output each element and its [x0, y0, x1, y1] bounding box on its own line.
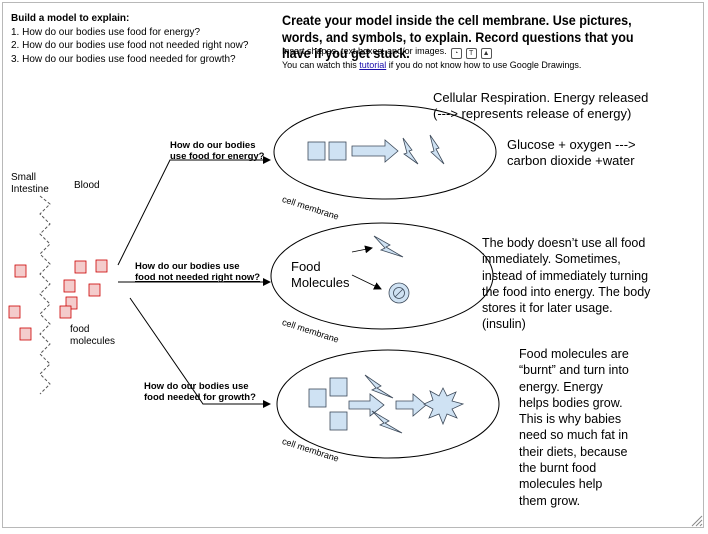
growth-text-line: the burnt food [519, 461, 597, 476]
branch-line-growth [129, 297, 271, 408]
small-intestine-line: Small [11, 172, 37, 183]
arrow-to-storage [351, 274, 382, 290]
watch-before: You can watch this [282, 60, 360, 70]
energy-title: Cellular Respiration. Energy released (-… [433, 90, 648, 122]
lightning-icon [402, 137, 419, 165]
storage-text-line: immediately. Sometimes, [482, 252, 621, 267]
food-molecule [95, 259, 108, 273]
food-molecules-label: food molecules [70, 324, 115, 348]
question-1: 1. How do our bodies use food for energy… [11, 26, 201, 38]
lightning-icon [364, 374, 394, 399]
growth-cell-shapes [308, 374, 465, 434]
food-molecule [74, 260, 87, 274]
cell-membrane-energy [273, 104, 497, 200]
cell-membrane-storage [270, 222, 494, 330]
energy-cell-shapes [307, 134, 445, 165]
energy-question-line: How do our bodies [170, 140, 256, 151]
task-subtext: Insert shapes, text boxes, and/or images… [282, 45, 581, 71]
storage-inside-line: Molecules [291, 275, 350, 290]
energy-arrow [351, 139, 399, 163]
energy-equation-line: Glucose + oxygen ---> [507, 137, 636, 152]
growth-text-line: need so much fat in [519, 428, 629, 443]
resize-handle [691, 515, 703, 527]
growth-text-line: energy. Energy [519, 379, 603, 394]
storage-text-line: stores it for later usage. [482, 301, 613, 316]
food-molecule [19, 327, 32, 341]
storage-text-line: instead of immediately turning [482, 268, 649, 283]
lightning-icon [429, 134, 445, 165]
food-molecule [14, 264, 27, 278]
storage-question-line: How do our bodies use [135, 261, 240, 272]
storage-inside-label: Food Molecules [291, 259, 350, 291]
energy-question: How do our bodies use food for energy? [170, 140, 264, 162]
food-block [329, 377, 348, 397]
image-icon: ▲ [480, 48, 492, 59]
growth-text-line: helps bodies grow. [519, 395, 623, 410]
insert-text: Insert shapes, text boxes, and/or images… [282, 46, 447, 56]
storage-text-line: The body doesn’t use all food [482, 236, 646, 250]
storage-text-line: the food into energy. The body [482, 284, 651, 299]
cell-membrane-growth [276, 349, 500, 459]
blood-label: Blood [74, 180, 100, 191]
energy-title-line: Cellular Respiration. Energy released [433, 90, 649, 105]
storage-text-line: (insulin) [482, 317, 526, 332]
watch-after: if you do not know how to use Google Dra… [386, 60, 582, 70]
energy-question-line: use food for energy? [170, 151, 265, 162]
growth-text-line: Food molecules are [519, 347, 629, 361]
question-2: 2. How do our bodies use food not needed… [11, 40, 249, 51]
food-molecule [63, 279, 76, 293]
intro-title: Build a model to explain: [11, 13, 130, 24]
branch-line-energy [117, 156, 271, 266]
arrow-to-lightning [351, 245, 373, 254]
growth-explanation: Food molecules are “burnt” and turn into… [519, 346, 629, 509]
growth-text-line: “burnt” and turn into [519, 363, 629, 378]
energy-title-line: (---> represents release of energy) [433, 106, 632, 121]
growth-question-line: How do our bodies use [144, 381, 249, 392]
food-molecules-line: molecules [70, 336, 116, 347]
glucose-block [328, 141, 347, 161]
food-molecules-group [8, 259, 108, 341]
storage-question: How do our bodies use food not needed ri… [135, 261, 260, 283]
food-block [308, 388, 327, 408]
energy-equation-line: carbon dioxide +water [507, 153, 635, 168]
tutorial-link[interactable]: tutorial [359, 60, 387, 70]
growth-arrow [348, 393, 385, 417]
growth-text-line: their diets, because [519, 444, 628, 459]
task-instructions: Create your model inside the cell membra… [282, 13, 634, 61]
food-molecule [88, 283, 101, 297]
growth-arrow [395, 393, 427, 417]
food-molecule [8, 305, 21, 319]
storage-explanation: The body doesn’t use all food immediatel… [482, 235, 650, 333]
food-molecules-line: food [70, 324, 90, 335]
lightning-icon [373, 235, 404, 258]
growth-text-line: molecules help [519, 477, 603, 492]
shape-icon: ◔ [450, 48, 462, 59]
food-molecule [59, 305, 72, 319]
storage-inside-line: Food [291, 259, 321, 274]
growth-question-line: food needed for growth? [144, 392, 256, 403]
slide-frame [2, 2, 704, 528]
growth-text-line: This is why babies [519, 412, 622, 427]
textbox-icon: T [465, 48, 477, 59]
small-intestine-label: Small Intestine [11, 172, 49, 196]
energy-equation: Glucose + oxygen ---> carbon dioxide +wa… [507, 137, 636, 169]
glucose-block [307, 141, 326, 161]
growth-question: How do our bodies use food needed for gr… [144, 381, 256, 403]
growth-text-line: them grow. [519, 493, 581, 508]
storage-cell-shapes [351, 235, 410, 304]
intestine-wall [39, 195, 51, 395]
burst-icon [423, 387, 465, 426]
small-intestine-line: Intestine [11, 184, 49, 195]
watch-line: You can watch this tutorial if you do no… [282, 59, 581, 71]
food-block [329, 411, 348, 431]
lightning-icon [371, 410, 403, 434]
storage-question-line: food not needed right now? [135, 272, 261, 283]
food-molecule [65, 296, 78, 310]
intro-questions: Build a model to explain: 1. How do our … [11, 12, 248, 66]
question-3: 3. How do our bodies use food needed for… [11, 53, 236, 65]
insert-line: Insert shapes, text boxes, and/or images… [282, 45, 581, 59]
